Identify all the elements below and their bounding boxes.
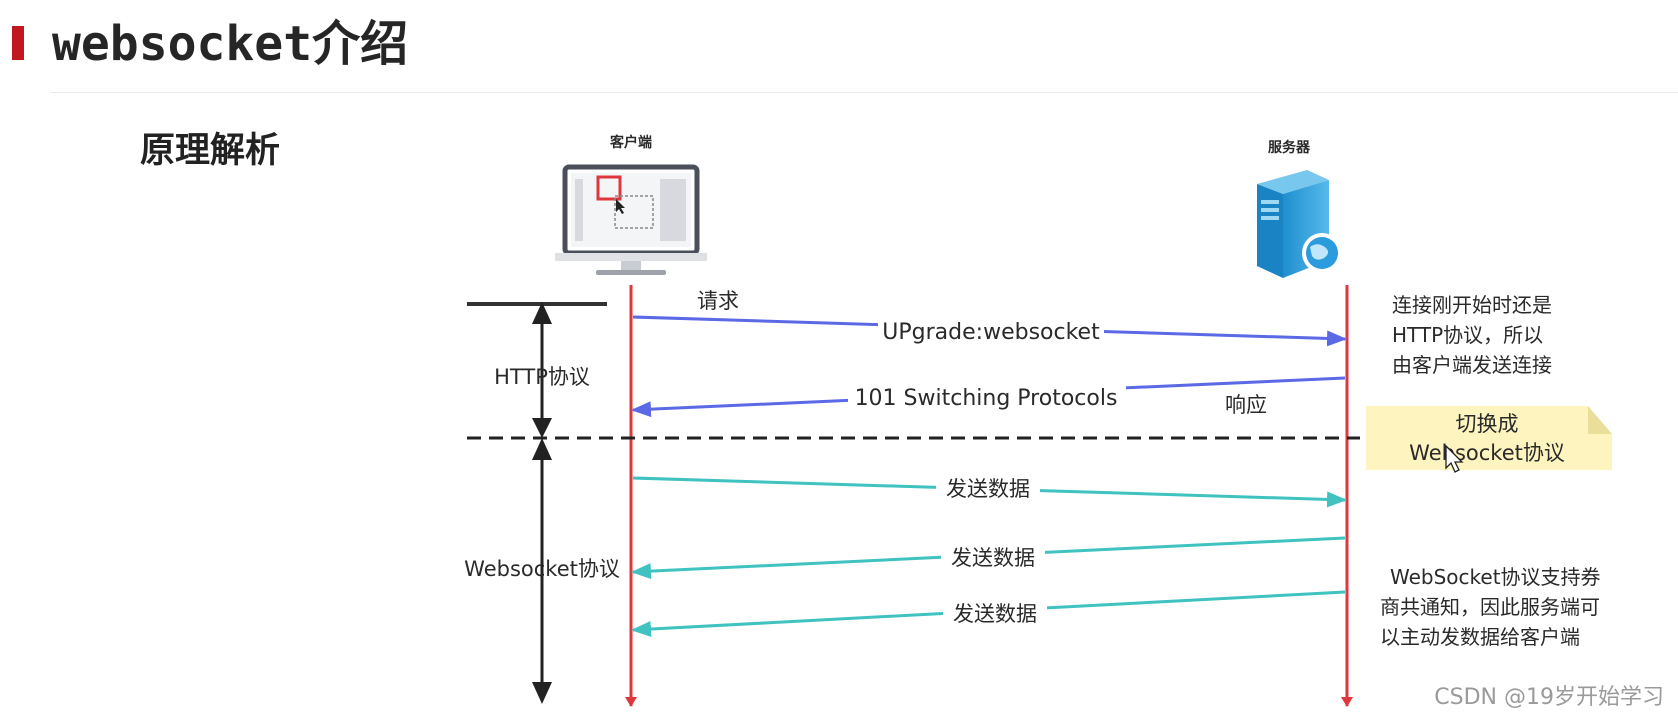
- switch-note: 切换成 Websocket协议: [1366, 406, 1612, 470]
- section-subtitle: 原理解析: [140, 130, 281, 171]
- send-data-label-1-bg: [936, 474, 1040, 502]
- switch-note-line-2: Websocket协议: [1409, 441, 1565, 465]
- http-note-line-3: 由客户端发送连接: [1392, 353, 1552, 377]
- switch-note-line-1: 切换成: [1456, 412, 1519, 436]
- send-data-label-3-bg: [943, 599, 1047, 627]
- send-data-label-1: 发送数据: [946, 477, 1030, 501]
- http-note-line-2: HTTP协议，所以: [1392, 323, 1543, 347]
- switching-label: 101 Switching Protocols: [855, 386, 1118, 411]
- server-icon: [1257, 170, 1342, 278]
- websocket-phase-label: Websocket协议: [464, 557, 620, 581]
- ws-note-line-2: 商共通知，因此服务端可: [1380, 595, 1600, 619]
- http-phase-arrow: [532, 302, 552, 438]
- switching-label-bg: [848, 383, 1126, 411]
- ws-note-line-3: 以主动发数据给客户端: [1380, 625, 1580, 649]
- websocket-note: WebSocket协议支持券 商共通知，因此服务端可 以主动发数据给客户端: [1380, 565, 1601, 649]
- client-label: 客户端: [609, 134, 652, 151]
- upgrade-label: UPgrade:websocket: [882, 320, 1100, 345]
- title-divider: [50, 92, 1678, 93]
- http-phase-label: HTTP协议: [494, 365, 590, 389]
- ws-note-line-1: WebSocket协议支持券: [1390, 565, 1601, 589]
- mouse-cursor-icon: [1445, 444, 1464, 473]
- send-data-label-3: 发送数据: [953, 602, 1037, 626]
- http-note: 连接刚开始时还是 HTTP协议，所以 由客户端发送连接: [1392, 293, 1552, 377]
- websocket-phase-arrow: [532, 438, 552, 704]
- page-title: websocket介绍: [52, 16, 409, 72]
- watermark: CSDN @19岁开始学习: [1434, 685, 1664, 710]
- send-data-label-2: 发送数据: [951, 546, 1035, 570]
- client-monitor-icon: [555, 164, 707, 275]
- server-label: 服务器: [1268, 139, 1311, 156]
- upgrade-label-bg: [878, 318, 1104, 344]
- request-label: 请求: [697, 289, 739, 313]
- title-accent-bar: [12, 26, 24, 60]
- send-data-label-2-bg: [941, 543, 1045, 571]
- response-label: 响应: [1225, 393, 1267, 417]
- http-note-line-1: 连接刚开始时还是: [1392, 293, 1552, 317]
